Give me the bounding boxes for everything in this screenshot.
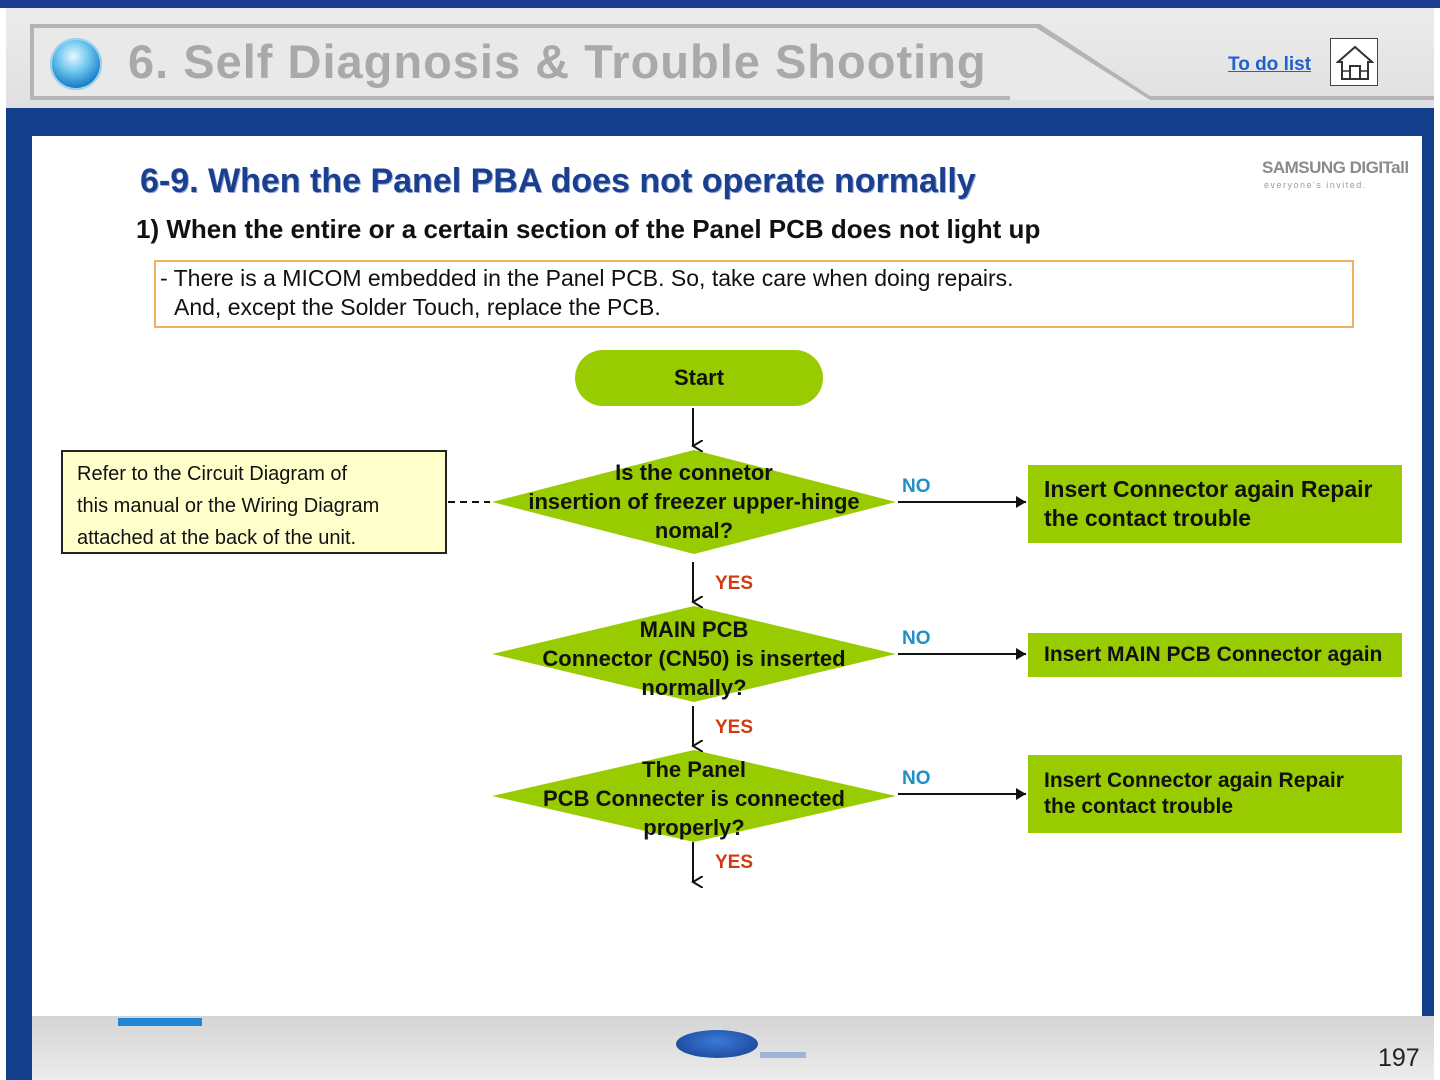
no-label: NO — [902, 628, 931, 649]
decision-line: normally? — [641, 675, 747, 700]
action-line: Insert Connector again Repair — [1044, 769, 1344, 792]
note-line: And, except the Solder Touch, replace th… — [174, 294, 661, 320]
footer-accent — [118, 1018, 202, 1026]
reference-line: attached at the back of the unit. — [77, 527, 357, 549]
action-line: the contact trouble — [1044, 505, 1252, 531]
brand-tagline: everyone's invited. — [1264, 180, 1367, 190]
reference-line: Refer to the Circuit Diagram of — [77, 463, 348, 485]
globe-icon — [50, 38, 102, 90]
page-number: 197 — [1378, 1044, 1420, 1072]
decision-1-text: Is the connetor insertion of freezer upp… — [494, 458, 894, 545]
home-button[interactable] — [1330, 38, 1378, 86]
yes-label: YES — [715, 852, 754, 873]
note-line: - There is a MICOM embedded in the Panel… — [160, 265, 1014, 291]
samsung-footer-logo — [676, 1030, 758, 1058]
note-box — [154, 260, 1354, 328]
decision-line: PCB Connecter is connected — [543, 786, 845, 811]
yes-label: YES — [715, 717, 754, 738]
decision-line: The Panel — [642, 757, 746, 782]
brand-logo: SAMSUNG DIGITall — [1262, 158, 1409, 177]
header-frame-slant — [1010, 24, 1150, 100]
decision-line: nomal? — [654, 518, 734, 543]
decision-diamond-3 — [492, 750, 896, 842]
header-rule — [1150, 96, 1434, 100]
decision-diamond-1 — [492, 450, 896, 554]
samsung-footer-logo-sub — [760, 1052, 806, 1058]
decision-line: insertion of freezer upper-hinge — [528, 489, 860, 514]
no-label: NO — [902, 768, 931, 789]
reference-note-box: Refer to the Circuit Diagram of this man… — [61, 450, 447, 554]
decision-line: Connector (CN50) is inserted — [542, 646, 846, 671]
decision-3-text: The Panel PCB Connecter is connected pro… — [494, 755, 894, 842]
decision-2-text: MAIN PCB Connector (CN50) is inserted no… — [494, 615, 894, 702]
home-icon — [1336, 45, 1374, 80]
section-title: 6-9. When the Panel PBA does not operate… — [140, 162, 976, 200]
section-subtitle: 1) When the entire or a certain section … — [136, 214, 1041, 244]
header-frame — [30, 24, 1040, 100]
flow-start-node: Start — [575, 350, 823, 406]
action-line: Insert Connector again Repair — [1044, 476, 1373, 502]
page-title: 6. Self Diagnosis & Trouble Shooting — [128, 35, 987, 88]
yes-label: YES — [715, 573, 754, 594]
decision-line: properly? — [643, 815, 745, 840]
decision-line: Is the connetor — [615, 460, 773, 485]
action-box-3: Insert Connector again Repair the contac… — [1028, 755, 1402, 833]
decision-diamond-2 — [492, 606, 896, 702]
no-label: NO — [902, 476, 931, 497]
todo-list-link[interactable]: To do list — [1228, 54, 1312, 75]
reference-line: this manual or the Wiring Diagram — [77, 495, 380, 517]
action-line: Insert MAIN PCB Connector again — [1044, 643, 1383, 666]
decision-line: MAIN PCB — [639, 617, 749, 642]
action-box-2: Insert MAIN PCB Connector again — [1028, 633, 1402, 677]
action-line: the contact trouble — [1044, 795, 1234, 818]
top-strip — [0, 0, 1440, 8]
action-box-1: Insert Connector again Repair the contac… — [1028, 465, 1402, 543]
